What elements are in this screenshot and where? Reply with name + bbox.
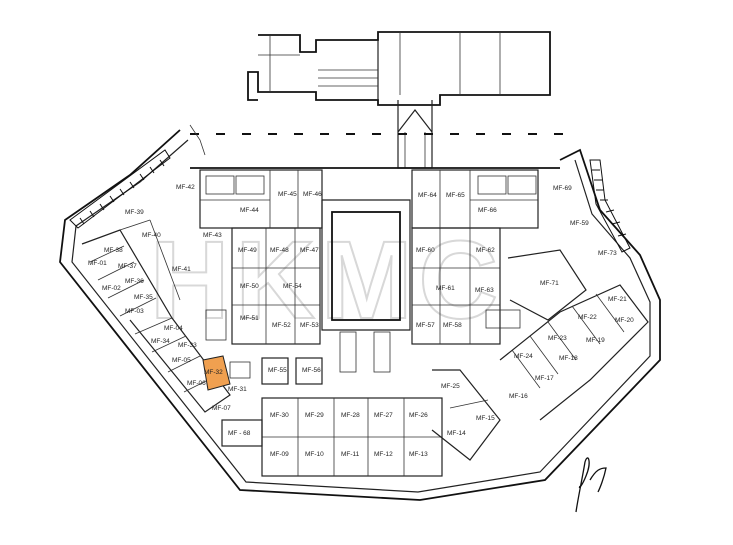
unit-label: MF-40	[142, 232, 161, 239]
unit-label: MF-04	[164, 325, 183, 332]
unit-labels: MF-42 MF-39 MF-40 MF-43 MF-44 MF-45 MF-4…	[88, 184, 634, 458]
unit-label: MF-60	[416, 247, 435, 254]
unit-label: MF-41	[172, 266, 191, 273]
unit-label: MF-21	[608, 296, 627, 303]
unit-label: MF-27	[374, 412, 393, 419]
unit-label: MF-01	[88, 260, 107, 267]
unit-label: MF-55	[268, 367, 287, 374]
unit-label: MF-13	[409, 451, 428, 458]
unit-label: MF-10	[305, 451, 324, 458]
unit-label: MF-19	[586, 337, 605, 344]
unit-label: MF-58	[443, 322, 462, 329]
hatched-strip-left	[69, 149, 171, 229]
unit-label: MF-06	[187, 380, 206, 387]
unit-label: MF-69	[553, 185, 572, 192]
unit-label: MF-37	[118, 263, 137, 270]
unit-label: MF-02	[102, 285, 121, 292]
unit-label: MF-65	[446, 192, 465, 199]
unit-label: MF-18	[559, 355, 578, 362]
unit-label: MF-73	[598, 250, 617, 257]
unit-label: MF-47	[300, 247, 319, 254]
unit-label: MF-32	[204, 369, 223, 376]
bottom-shop-rows	[221, 397, 443, 477]
unit-label: MF-16	[509, 393, 528, 400]
unit-label: MF-07	[212, 405, 231, 412]
hatched-strip-right	[589, 159, 631, 253]
unit-label: MF-49	[238, 247, 257, 254]
unit-label: MF-12	[374, 451, 393, 458]
unit-label: MF-35	[134, 294, 153, 301]
unit-label: MF-20	[615, 317, 634, 324]
unit-label: MF-15	[476, 415, 495, 422]
unit-label: MF-62	[476, 247, 495, 254]
unit-label: MF-25	[441, 383, 460, 390]
unit-label: MF-45	[278, 191, 297, 198]
unit-label: MF-66	[478, 207, 497, 214]
unit-label: MF-14	[447, 430, 466, 437]
left-center-block	[199, 169, 323, 345]
unit-label: MF-09	[270, 451, 289, 458]
unit-label: MF-11	[341, 451, 360, 458]
unit-label: MF-71	[540, 280, 559, 287]
unit-label: MF-05	[172, 357, 191, 364]
unit-label: MF-29	[305, 412, 324, 419]
unit-label: MF-64	[418, 192, 437, 199]
unit-label: MF-23	[548, 335, 567, 342]
unit-label: MF-61	[436, 285, 455, 292]
lower-right-block	[431, 369, 501, 461]
unit-label: MF-57	[416, 322, 435, 329]
unit-label: MF-30	[270, 412, 289, 419]
unit-label: MF-17	[535, 375, 554, 382]
unit-label: MF-03	[125, 308, 144, 315]
unit-label: MF-44	[240, 207, 259, 214]
unit-label: MF-24	[514, 353, 533, 360]
central-atrium	[331, 211, 401, 321]
watermark: HKMC	[150, 219, 504, 342]
unit-label: MF-22	[578, 314, 597, 321]
unit-label: MF-63	[475, 287, 494, 294]
unit-label: MF - 68	[228, 430, 251, 437]
highlighted-unit-mf32[interactable]	[202, 355, 231, 391]
unit-label: MF-48	[270, 247, 289, 254]
right-center-block	[411, 169, 539, 345]
unit-label: MF-54	[283, 283, 302, 290]
unit-label: MF-46	[303, 191, 322, 198]
unit-label: MF-51	[240, 315, 259, 322]
unit-label: MF-52	[272, 322, 291, 329]
unit-label: MF-33	[178, 342, 197, 349]
unit-label: MF-50	[240, 283, 259, 290]
unit-label: MF-59	[570, 220, 589, 227]
left-diagonal-shops	[81, 219, 231, 413]
unit-label: MF-36	[125, 278, 144, 285]
handwritten-signature	[575, 457, 607, 513]
unit-label: MF-31	[228, 386, 247, 393]
unit-label: MF-42	[176, 184, 195, 191]
unit-label: MF-43	[203, 232, 222, 239]
unit-label: MF-38	[104, 247, 123, 254]
unit-label: MF-26	[409, 412, 428, 419]
unit-label: MF-56	[302, 367, 321, 374]
top-annex	[247, 31, 551, 106]
service-blocks	[205, 309, 521, 385]
unit-label: MF-28	[341, 412, 360, 419]
right-diagonal-shops	[499, 249, 649, 421]
unit-label: MF-34	[151, 338, 170, 345]
unit-label: MF-53	[300, 322, 319, 329]
unit-label: MF-39	[125, 209, 144, 216]
